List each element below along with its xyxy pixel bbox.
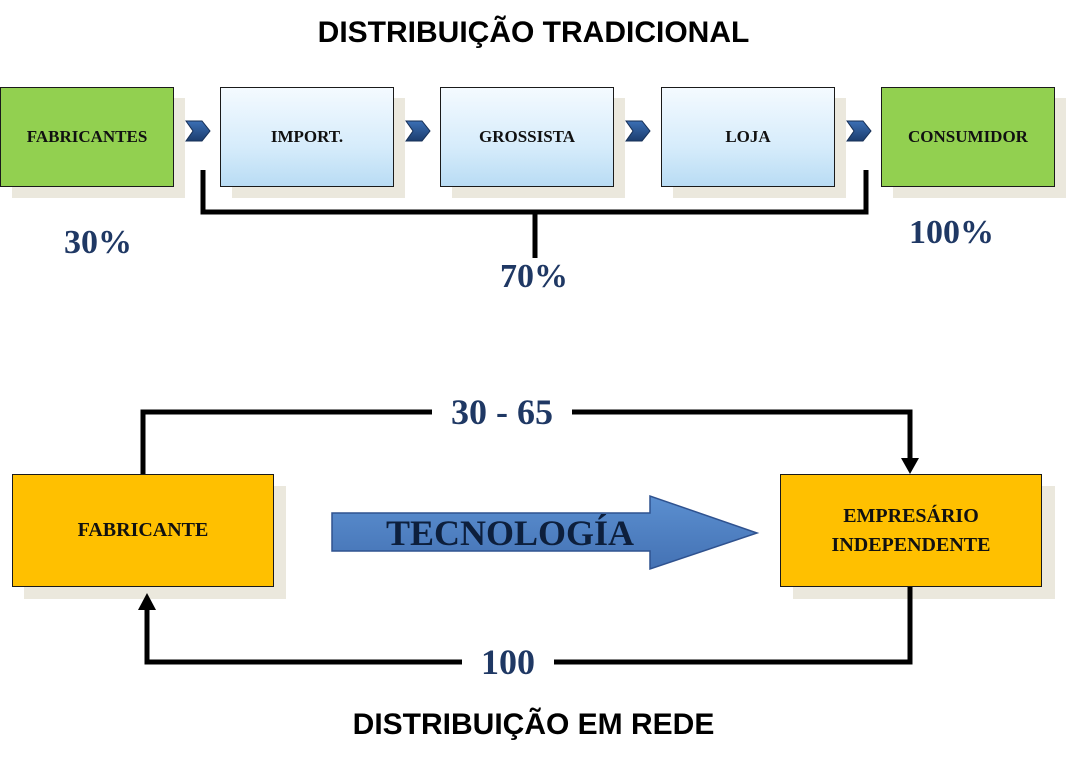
percent-right: 100% bbox=[909, 214, 994, 251]
box-loja: LOJA bbox=[661, 87, 835, 187]
top-flow-value: 30 - 65 bbox=[432, 392, 572, 432]
empresario-line1: EMPRESÁRIO bbox=[843, 504, 979, 527]
bottom-flow-value: 100 bbox=[462, 642, 554, 682]
title-traditional: DISTRIBUIÇÃO TRADICIONAL bbox=[317, 16, 750, 49]
chevron-icon-2 bbox=[405, 120, 431, 142]
empresario-line2: INDEPENDENTE bbox=[831, 533, 991, 556]
box-fabricantes: FABRICANTES bbox=[0, 87, 174, 187]
chevron-icon-3 bbox=[625, 120, 651, 142]
chevron-icon-1 bbox=[185, 120, 211, 142]
box-import: IMPORT. bbox=[220, 87, 394, 187]
title-network: DISTRIBUIÇÃO EM REDE bbox=[352, 708, 715, 741]
bracket-70 bbox=[200, 170, 869, 258]
box-consumidor: CONSUMIDOR bbox=[881, 87, 1055, 187]
arrow-head-up-icon bbox=[138, 593, 156, 610]
chevron-icon-4 bbox=[846, 120, 872, 142]
technology-arrow-icon bbox=[331, 494, 760, 571]
technology-label: TECNOLOGÍA bbox=[385, 513, 635, 553]
percent-middle: 70% bbox=[500, 258, 568, 295]
box-empresario-independente: EMPRESÁRIO INDEPENDENTE bbox=[780, 474, 1042, 587]
box-fabricante: FABRICANTE bbox=[12, 474, 274, 587]
percent-left: 30% bbox=[64, 224, 132, 261]
box-grossista: GROSSISTA bbox=[440, 87, 614, 187]
arrow-head-down-icon bbox=[901, 458, 919, 474]
